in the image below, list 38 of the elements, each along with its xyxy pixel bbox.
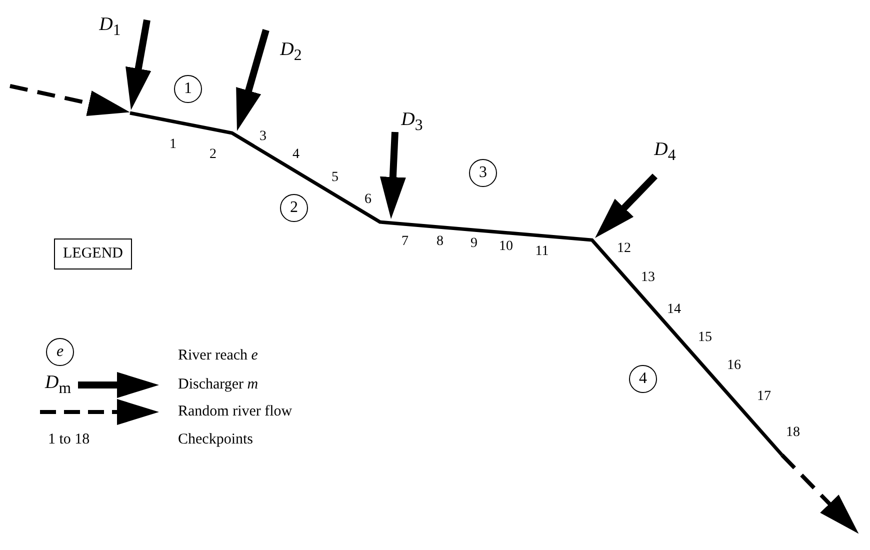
checkpoint-number: 4 — [292, 148, 300, 162]
checkpoint-number: 1 — [170, 138, 176, 152]
checkpoint-number: 15 — [698, 331, 712, 345]
checkpoint-number: 10 — [499, 240, 513, 254]
legend-label: Random river flow — [178, 404, 292, 420]
checkpoint-number: 9 — [470, 237, 478, 251]
checkpoint-number: 14 — [667, 303, 681, 317]
checkpoint-number: 2 — [210, 148, 216, 162]
discharger-label: D$_{4}$ — [654, 140, 676, 164]
discharger-label: D$_{1}$ — [99, 15, 121, 39]
checkpoint-number: 13 — [641, 271, 655, 285]
reach-circle: 3 — [469, 159, 497, 187]
legend-heading: LEGEND — [54, 238, 132, 270]
checkpoint-number: 8 — [436, 235, 444, 249]
discharge-arrow — [126, 19, 152, 111]
legend-sample-label: 1 to 18 — [48, 432, 90, 448]
discharger-label: D$_{2}$ — [280, 40, 302, 64]
discharge-arrow — [592, 174, 658, 240]
checkpoint-number: 3 — [260, 130, 266, 144]
legend-label: River reach e — [178, 348, 258, 364]
reach-circle: 4 — [629, 365, 657, 393]
checkpoint-number: 6 — [364, 193, 372, 207]
checkpoint-number: 11 — [535, 245, 549, 259]
checkpoint-number: 17 — [757, 390, 771, 404]
legend-sample-label: D$_{m}$ — [45, 372, 72, 398]
legend-reach-circle: e — [46, 338, 74, 366]
discharger-label: D$_{3}$ — [401, 110, 423, 134]
reach-circle: 2 — [280, 194, 308, 222]
legend-label: Discharger m — [178, 376, 258, 394]
checkpoint-number: 7 — [402, 235, 408, 249]
legend-label: Checkpoints — [178, 432, 253, 448]
reach-circle: 1 — [174, 75, 202, 103]
discharge-arrow — [234, 29, 270, 132]
discharge-arrow — [380, 132, 406, 220]
checkpoint-number: 16 — [727, 359, 741, 373]
checkpoint-number: 18 — [786, 426, 800, 440]
checkpoint-number: 5 — [332, 171, 338, 185]
checkpoint-number: 12 — [617, 242, 631, 256]
